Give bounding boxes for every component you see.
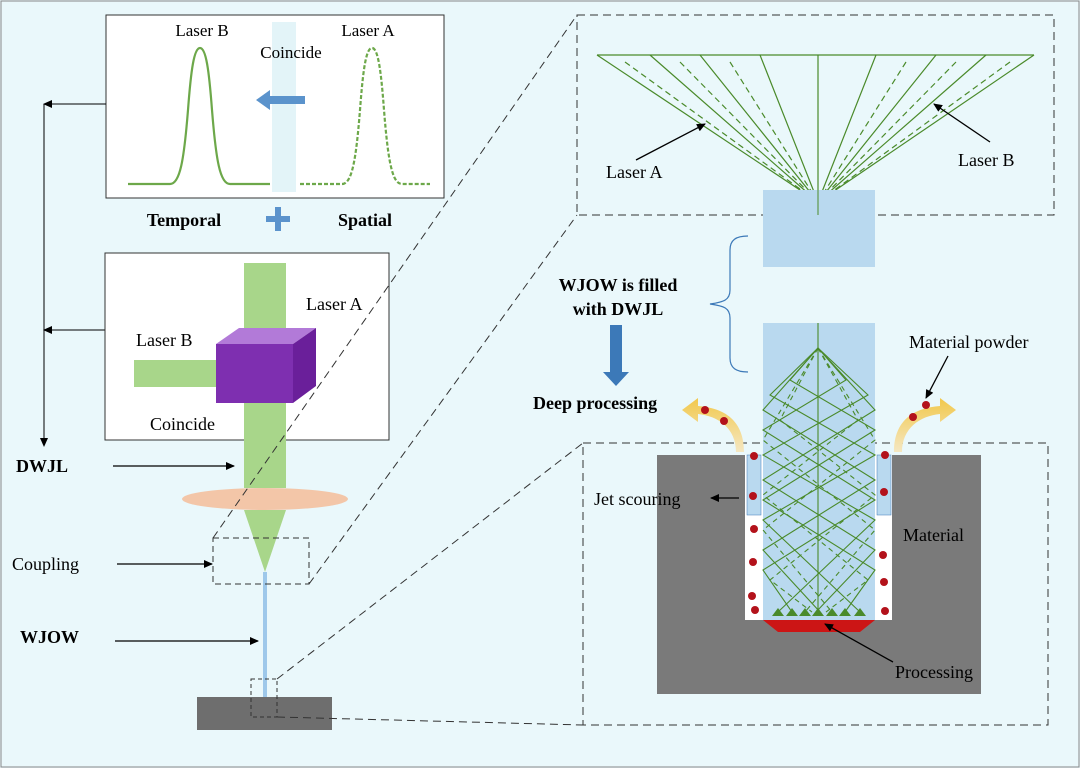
combiner-cube <box>216 344 293 403</box>
processing-zoom-box <box>582 442 1049 726</box>
material-powder-arrow <box>925 355 949 399</box>
beam-path <box>134 263 348 730</box>
cube-top <box>216 328 316 344</box>
processing-label: Processing <box>895 662 973 682</box>
workpiece <box>197 697 332 730</box>
water-column-lower <box>763 323 875 620</box>
coincide-bottom-label: Coincide <box>150 414 215 434</box>
reflected-rays <box>761 323 877 613</box>
material-powder-label: Material powder <box>909 332 1028 352</box>
reflected-rays-dashed <box>762 347 876 613</box>
laser-b-cone-label: Laser B <box>958 150 1014 170</box>
laser-b-profile-curve <box>128 46 270 186</box>
material-label: Material <box>903 525 964 545</box>
plus-icon <box>266 207 290 231</box>
pulse-profile-panel: Laser B Laser A Coincide <box>105 14 445 199</box>
wjow-filled-label-2: with DWJL <box>573 299 664 319</box>
dwjl-label: DWJL <box>16 456 68 476</box>
coincide-arrow <box>256 90 305 110</box>
material-block <box>657 455 981 694</box>
laser-a-combiner-label: Laser A <box>306 294 362 314</box>
column-brace <box>709 235 749 373</box>
temporal-label: Temporal <box>147 210 221 230</box>
material-particles <box>701 401 930 615</box>
processing-zone <box>763 620 875 632</box>
right-ejection-arrow <box>894 398 956 452</box>
coupling-zoom-box <box>212 537 310 585</box>
combined-beam <box>244 403 286 488</box>
profile-gap-band <box>272 22 296 192</box>
ray-tips <box>772 608 866 616</box>
laser-ray-cone-dashed <box>624 61 1011 203</box>
spatial-label: Spatial <box>338 210 392 230</box>
down-blue-arrow <box>603 325 629 386</box>
laser-a-cone-arrow <box>635 123 706 161</box>
focus-cone <box>244 510 286 572</box>
laser-b-plot-label: Laser B <box>175 21 228 40</box>
left-ejection-arrow <box>682 398 744 452</box>
laser-b-combiner-label: Laser B <box>136 330 192 350</box>
right-jet-channel <box>876 454 892 516</box>
water-column-top <box>763 190 875 267</box>
laser-a-plot-label: Laser A <box>341 21 395 40</box>
workpiece-zoom-box <box>250 678 278 718</box>
coupling-label: Coupling <box>12 554 79 574</box>
wjow-filled-label-1: WJOW is filled <box>559 275 678 295</box>
focusing-lens <box>182 488 348 510</box>
laser-a-profile-curve <box>300 46 430 186</box>
left-jet-channel <box>746 454 762 516</box>
water-jet <box>263 572 267 714</box>
cube-side <box>293 328 316 403</box>
laser-b-beam <box>134 360 228 387</box>
left-connector-lines <box>40 100 106 447</box>
laser-ray-cone <box>596 54 1035 203</box>
deep-processing-label: Deep processing <box>533 393 657 413</box>
zoom-connectors <box>212 14 584 726</box>
laser-a-cone-label: Laser A <box>606 162 662 182</box>
processing-arrow <box>824 623 894 663</box>
laser-b-cone-arrow <box>933 103 991 143</box>
coincide-top-label: Coincide <box>260 43 321 62</box>
jet-scouring-label: Jet scouring <box>594 489 680 509</box>
wjow-label: WJOW <box>20 627 79 647</box>
